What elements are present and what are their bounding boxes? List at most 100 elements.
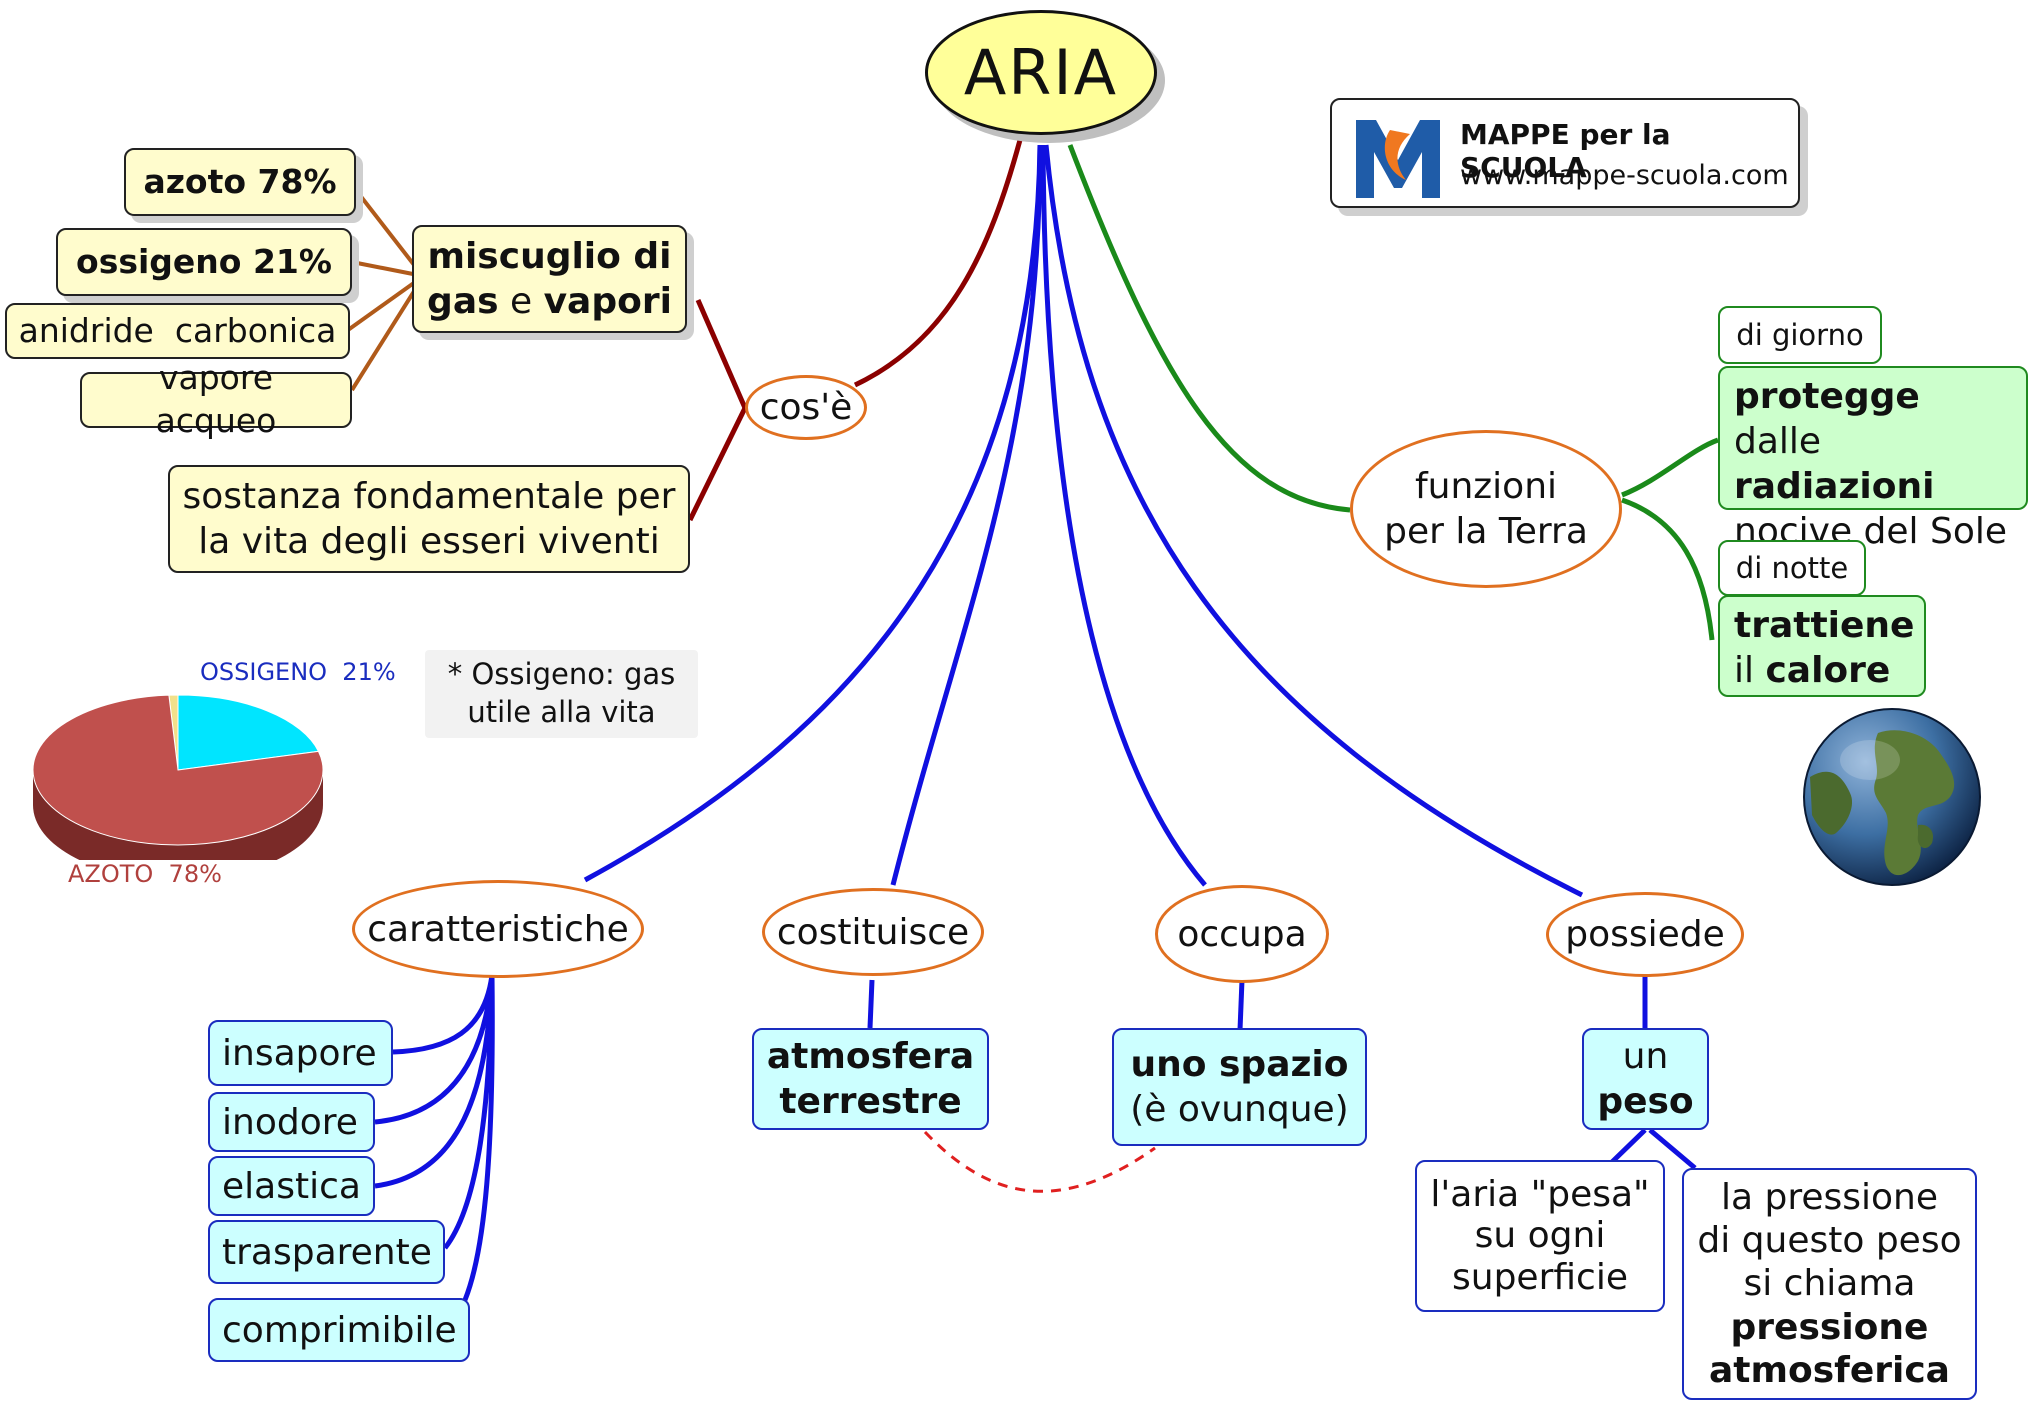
pressure-line1: la pressione [1720, 1177, 1939, 1219]
link-mixture-vapore [350, 283, 420, 392]
ellipse-possiede: possiede [1546, 892, 1744, 977]
component-azoto: azoto 78% [124, 148, 356, 216]
protects-box: protegge dalle radiazioni nocive del Sol… [1718, 366, 2028, 552]
link-aria-costituisce [890, 144, 1043, 886]
link-funzioni-protects [1621, 437, 1719, 498]
pressure-line2: di questo peso [1697, 1220, 1962, 1262]
ellipse-funzioni: funzioni per la Terra [1350, 430, 1622, 588]
note-line2: utile alla vita [467, 694, 656, 729]
ellipse-occupa: occupa [1155, 885, 1329, 983]
atmosfera-box: atmosfera terrestre [752, 1028, 989, 1130]
mixture-line1: miscuglio di [427, 236, 672, 277]
substance-line2: la vita degli esseri viventi [198, 521, 660, 562]
earth-globe-icon [1803, 708, 1981, 886]
note-line1: * Ossigeno: gas [447, 657, 676, 691]
ellipse-funzioni-line1: funzioni [1414, 466, 1558, 507]
peso-box: un peso [1582, 1028, 1709, 1130]
pie-label-azoto: AZOTO 78% [68, 860, 222, 888]
link-aria-possiede [1043, 144, 1584, 898]
link-peso-pressure [1648, 1128, 1697, 1170]
logo-mark-graphic [1356, 120, 1440, 198]
label-night: di notte [1718, 540, 1866, 596]
ellipse-funzioni-line2: per la Terra [1384, 511, 1588, 552]
spazio-line2: (è ovunque) [1130, 1089, 1349, 1130]
link-occupa-spazio [1237, 979, 1245, 1031]
link-funzioni-retains [1621, 497, 1715, 641]
char-item-insapore: insapore [208, 1020, 393, 1086]
component-azoto-label: azoto 78% [143, 161, 337, 201]
link-peso-weight [1610, 1128, 1647, 1164]
ellipse-cose: cos'è [745, 375, 867, 440]
link-aria-occupa [1040, 144, 1207, 887]
component-anidride: anidride carbonica [5, 303, 350, 359]
weight-line3: superficie [1452, 1256, 1628, 1298]
substance-box: sostanza fondamentale per la vita degli … [168, 465, 690, 573]
ellipse-possiede-label: possiede [1565, 914, 1725, 955]
mixture-box: miscuglio di gas e vapori [412, 225, 687, 333]
pressure-box: la pressione di questo peso si chiama pr… [1682, 1168, 1977, 1400]
ellipse-occupa-label: occupa [1177, 913, 1307, 955]
logo-url: www.mappe-scuola.com [1460, 160, 1789, 191]
ellipse-costituisce-label: costituisce [776, 911, 970, 953]
spazio-line1: uno spazio [1130, 1044, 1349, 1085]
link-cose-mixture [695, 299, 748, 409]
pressure-line4: pressione [1730, 1306, 1929, 1348]
pressure-line3: si chiama [1743, 1263, 1916, 1305]
logo-mark [1350, 110, 1446, 200]
central-topic-label: ARIA [963, 36, 1119, 109]
pressure-line5: atmosferica [1709, 1349, 1950, 1391]
retains-calore: calore [1765, 650, 1891, 691]
protects-line2: radiazioni [1734, 466, 1935, 507]
weight-line2: su ogni [1474, 1215, 1606, 1257]
substance-line1: sostanza fondamentale per [182, 476, 676, 517]
label-day-text: di giorno [1736, 318, 1864, 352]
pie-slice [177, 694, 320, 771]
label-day: di giorno [1718, 306, 1882, 364]
link-car-comprimibile [462, 974, 495, 1301]
note-box: * Ossigeno: gas utile alla vita [425, 650, 698, 738]
link-car-elastica [374, 974, 495, 1189]
char-item-elastica-label: elastica [222, 1165, 361, 1207]
ellipse-costituisce: costituisce [762, 888, 984, 976]
weight-box: l'aria "pesa" su ogni superficie [1415, 1160, 1665, 1312]
pie-chart [32, 694, 324, 860]
char-item-insapore-label: insapore [222, 1032, 377, 1074]
char-item-comprimibile-label: comprimibile [222, 1309, 457, 1351]
mixture-gas: gas [427, 281, 499, 322]
protects-line1: protegge dalle [1734, 374, 2014, 464]
char-item-comprimibile: comprimibile [208, 1298, 470, 1362]
component-ossigeno-label: ossigeno 21% [76, 241, 332, 281]
mixture-line2: gas e vapori [427, 279, 672, 324]
link-mixture-azoto [350, 183, 420, 272]
weight-line1: l'aria "pesa" [1430, 1173, 1650, 1215]
atmosfera-line1: atmosfera [766, 1036, 975, 1077]
char-item-trasparente-label: trasparente [222, 1231, 432, 1273]
link-aria-cose [853, 139, 1023, 388]
retains-il: il [1734, 650, 1766, 691]
component-vapore-label: vapore acqueo [155, 358, 277, 440]
spazio-box: uno spazio (è ovunque) [1112, 1028, 1367, 1146]
component-ossigeno: ossigeno 21% [56, 228, 352, 296]
char-item-inodore: inodore [208, 1092, 375, 1152]
retains-line1: trattiene [1734, 605, 1915, 646]
atmosfera-line2: terrestre [779, 1081, 962, 1122]
pie-label-ossigeno: OSSIGENO 21% [200, 658, 396, 686]
logo-box: MAPPE per la SCUOLA www.mappe-scuola.com [1330, 98, 1800, 208]
char-item-elastica: elastica [208, 1156, 375, 1216]
protects-verb: protegge [1734, 376, 1920, 417]
char-item-trasparente: trasparente [208, 1220, 445, 1284]
retains-line2: il calore [1734, 648, 1912, 693]
logo-brand: MAPPE per la SCUOLA [1460, 118, 1671, 184]
peso-line1: un [1622, 1036, 1669, 1077]
link-mixture-ossigeno [351, 260, 419, 277]
protects-dalle: dalle [1734, 421, 1822, 462]
component-vapore: vapore acqueo [80, 358, 352, 440]
link-dash-atmosfera-spazio [923, 1130, 1156, 1193]
ellipse-cose-label: cos'è [759, 387, 853, 428]
link-mixture-anidride [346, 278, 420, 332]
char-item-inodore-label: inodore [222, 1101, 358, 1143]
link-costituisce-atmosfera [867, 979, 875, 1029]
link-aria-caratteristiche [583, 144, 1043, 883]
